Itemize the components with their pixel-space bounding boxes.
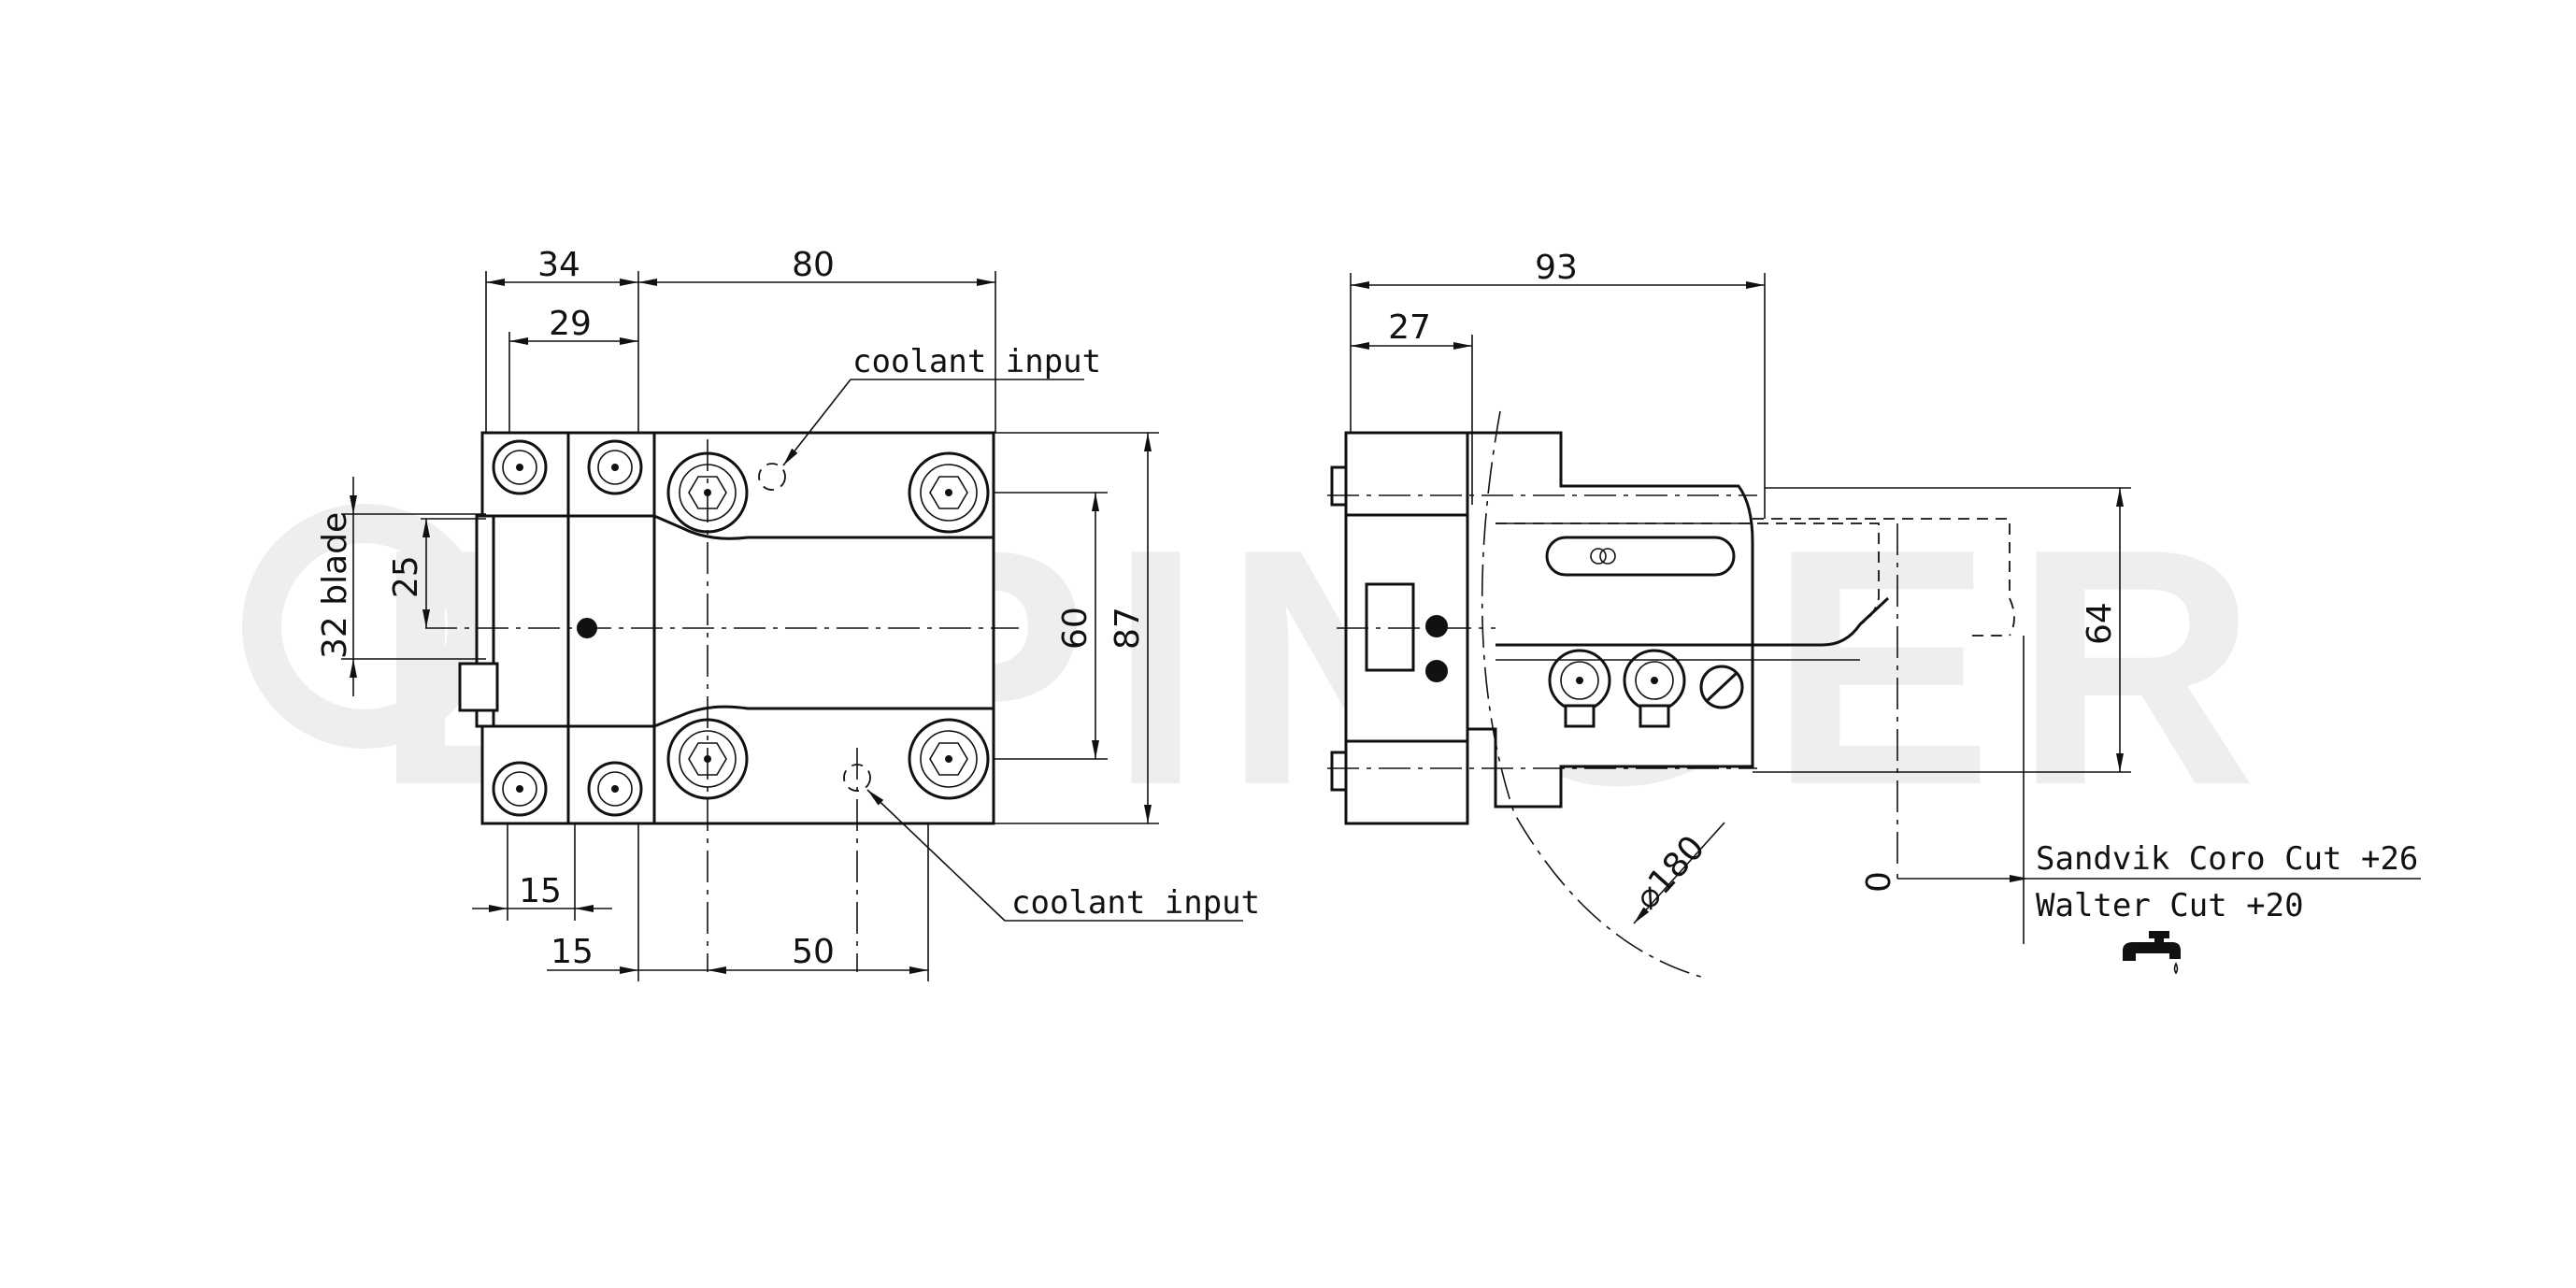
dim-64: 64 [2081, 602, 2119, 645]
watermark-ring [242, 504, 487, 749]
coolant-input-bottom: coolant input [1011, 884, 1260, 922]
leader-coolant-top [782, 379, 852, 466]
side-adjust-slot [1545, 536, 1736, 577]
dim-87: 87 [1109, 607, 1147, 650]
side-arc-180 [1481, 410, 1702, 978]
side-screw-2 [1623, 649, 1686, 728]
coolant-input-top: coolant input [852, 343, 1101, 380]
note-sandvik: Sandvik Coro Cut +26 [2036, 840, 2418, 878]
side-screw-3 [1699, 665, 1744, 709]
dim-32-blade: 32 blade [316, 512, 354, 659]
side-slot-pin-1 [1590, 548, 1607, 565]
dim-50: 50 [792, 933, 835, 971]
dim-15-b: 15 [551, 933, 594, 971]
coolant-port-top [758, 463, 786, 491]
leader-coolant-bottom [866, 789, 1006, 922]
side-pin-dot-2 [1425, 660, 1448, 682]
dim-29: 29 [549, 305, 592, 343]
side-clamp-top [1344, 431, 1469, 517]
side-clamp-bottom [1344, 739, 1469, 825]
screw-top-1 [492, 439, 548, 495]
dim-25: 25 [387, 555, 425, 598]
screw-top-4 [908, 451, 990, 534]
note-walter: Walter Cut +20 [2036, 887, 2304, 924]
side-slot-pin-2 [1599, 548, 1616, 565]
screw-bottom-2 [587, 761, 643, 817]
screw-bottom-4 [908, 718, 990, 800]
screw-top-2 [587, 439, 643, 495]
side-pin-dot-1 [1425, 615, 1448, 637]
dim-line-180 [1633, 822, 1725, 924]
side-screw-1 [1548, 649, 1611, 728]
dim-zero: 0 [1860, 871, 1898, 893]
dim-34: 34 [537, 246, 580, 284]
side-blade-edge [1496, 596, 1890, 647]
front-step-bottom [653, 705, 994, 728]
coolant-tap-icon [2123, 931, 2181, 975]
dim-80: 80 [792, 246, 835, 284]
side-tool-outline [1753, 518, 2015, 637]
front-step-top [653, 514, 994, 540]
dim-15-a: 15 [519, 872, 562, 910]
side-pin-top [1330, 465, 1348, 507]
side-pin-bottom [1330, 751, 1348, 792]
screw-bottom-1 [492, 761, 548, 817]
dim-60: 60 [1056, 607, 1095, 650]
dim-93: 93 [1535, 249, 1578, 287]
blade-stop [458, 662, 499, 712]
side-slot-left [1365, 582, 1415, 672]
front-view: 34 80 29 32 blade 25 60 87 15 [316, 246, 1260, 981]
dim-27: 27 [1388, 308, 1431, 347]
